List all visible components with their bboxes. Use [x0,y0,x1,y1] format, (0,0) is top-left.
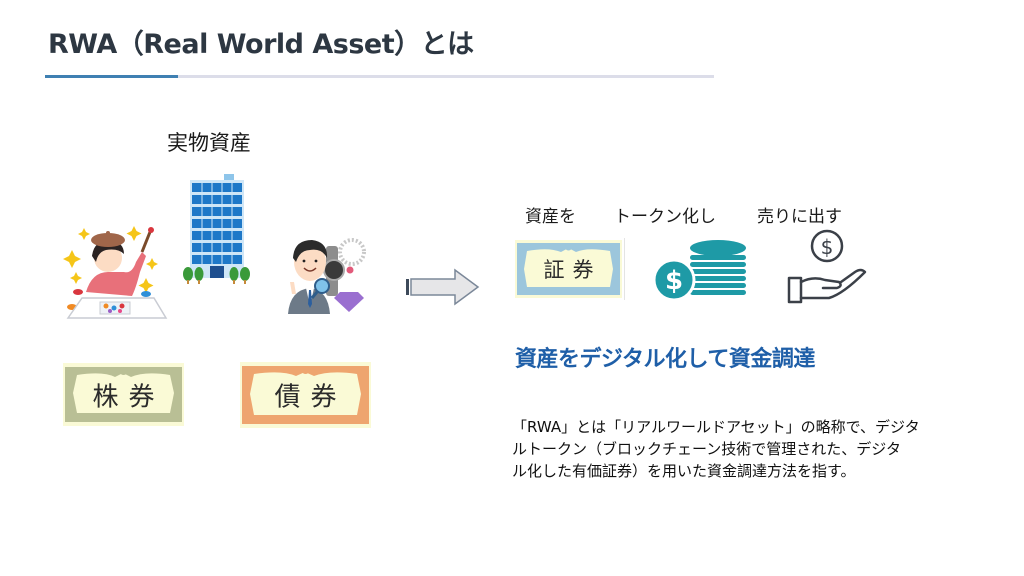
slide-title: RWA（Real World Asset）とは [48,29,474,60]
bond-certificate-label: 債券 [274,382,347,413]
securities-certificate-label: 証券 [543,258,602,282]
step-label-tokenize: トークン化し [614,207,716,227]
hand-dollar-icon: $ [787,229,867,304]
stock-certificate: 株券 [63,363,184,426]
right-arrow-icon [406,268,480,306]
dollar-sign: $ [665,266,683,296]
step-label-asset: 資産を [525,207,576,227]
securities-certificate: 証券 [515,240,622,298]
stock-certificate-label: 株券 [92,382,165,412]
coin-stack-icon: $ [652,240,746,302]
description-line: ル化した有価証券）を用いた資金調達方法を指す。 [512,462,856,480]
certificate-frame-icon [240,362,371,428]
real-assets-label: 実物資産 [167,131,251,155]
description-line: ルトークン（ブロックチェーン技術で管理された、デジタ [512,440,901,458]
dollar-sign: $ [821,235,834,259]
divider [624,238,625,300]
headline: 資産をデジタル化して資金調達 [515,347,815,372]
certificate-frame-icon [63,363,184,426]
step-label-sell: 売りに出す [757,207,842,227]
bond-certificate: 債券 [240,362,371,428]
appraiser-with-jewelry-icon [288,238,366,314]
artist-painting-icon [63,226,168,319]
title-underline [45,75,714,78]
certificate-frame-icon [515,240,622,298]
title-underline-accent [45,75,178,78]
office-building-icon [183,174,250,284]
sparkle-icon [63,226,158,293]
description: 「RWA」とは「リアルワールドアセット」の略称で、デジタ ルトークン（ブロックチ… [512,416,962,482]
description-line: 「RWA」とは「リアルワールドアセット」の略称で、デジタ [512,418,920,436]
